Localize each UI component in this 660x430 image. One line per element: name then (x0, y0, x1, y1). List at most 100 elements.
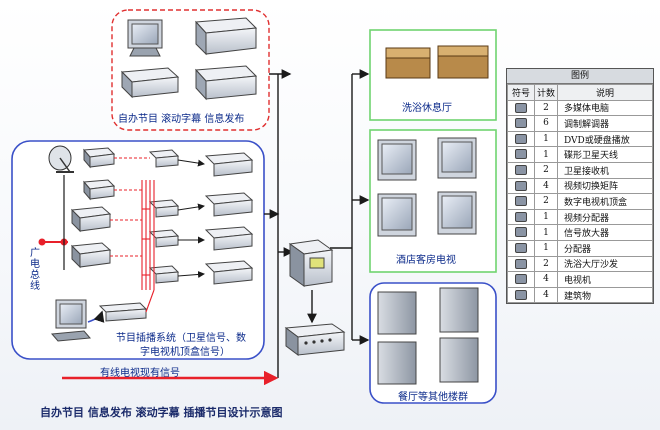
top-monitor-icon (127, 19, 163, 57)
bus-line (38, 175, 68, 270)
restaurant-label: 餐厅等其他楼群 (398, 392, 468, 403)
legend-count: 4 (534, 286, 558, 304)
legend-desc: 分配器 (557, 239, 653, 257)
satellite-receiver-icon (515, 165, 527, 176)
legend-symbol (507, 239, 535, 257)
legend-desc: 碟形卫星天线 (557, 146, 653, 163)
legend-symbol (507, 286, 535, 304)
cable-signal-label: 有线电视现有信号 (100, 368, 180, 379)
legend-desc: 视频切换矩阵 (557, 177, 653, 195)
top-dvd-icon (120, 67, 180, 99)
distributor-icon (284, 323, 346, 356)
legend-count: 4 (534, 177, 558, 195)
legend-count: 1 (534, 239, 558, 257)
tv-icons (377, 137, 477, 237)
set-top-box-2-icon (70, 242, 112, 269)
legend-symbol (507, 224, 535, 241)
left-group-label-2: 字电视机顶盒信号） (140, 347, 230, 358)
main-title: 自办节目 信息发布 滚动字幕 插播节目设计示意图 (40, 406, 283, 419)
legend-desc: 信号放大器 (557, 224, 653, 241)
legend-count: 2 (534, 99, 558, 117)
legend-symbol (507, 271, 535, 288)
video-splitter-icons (148, 149, 180, 284)
bus-label: 广电总线 (30, 248, 40, 292)
multimedia-pc-icon (50, 299, 92, 342)
set-top-box-icon (70, 206, 112, 233)
legend-desc: DVD或硬盘播放 (557, 130, 653, 148)
building-icon (515, 289, 527, 300)
video-splitter-icon (515, 211, 527, 222)
legend-symbol (507, 193, 535, 210)
legend-symbol (507, 255, 535, 273)
sofa-icons (385, 45, 489, 79)
legend-count: 1 (534, 208, 558, 226)
legend-symbol (507, 99, 535, 117)
satellite-receiver-2-icon (82, 179, 116, 201)
modulator-icons (204, 152, 254, 285)
legend-count: 2 (534, 255, 558, 273)
legend-symbol (507, 208, 535, 226)
top-modulator-icon (194, 65, 258, 101)
legend-header-row: 符号 计数 说明 (507, 84, 653, 101)
dish-antenna-icon (515, 149, 527, 160)
video-matrix-icon (515, 180, 527, 191)
legend-symbol (507, 115, 535, 132)
distributor-icon (515, 242, 527, 253)
legend-desc: 洗浴大厅沙发 (557, 255, 653, 273)
tv-icon (515, 274, 527, 285)
dvd-player-icon (515, 133, 527, 144)
legend-header-desc: 说明 (557, 84, 653, 101)
legend-desc: 数字电视机顶盒 (557, 193, 653, 210)
legend-count: 1 (534, 130, 558, 148)
pc-to-matrix-arrow (87, 310, 105, 323)
legend-count: 2 (534, 193, 558, 210)
legend-title: 图例 (507, 69, 653, 84)
satellite-receiver-icon (82, 147, 116, 169)
bath-label: 洗浴休息厅 (402, 103, 452, 114)
legend-symbol (507, 177, 535, 195)
legend-header-symbol: 符号 (507, 84, 535, 101)
legend-desc: 建筑物 (557, 286, 653, 304)
legend-desc: 电视机 (557, 271, 653, 288)
left-group-label-1: 节目插播系统（卫星信号、数 (116, 333, 246, 344)
video-matrix-icon (98, 302, 148, 322)
dish-antenna-icon (48, 145, 74, 173)
hotel-label: 酒店客房电视 (396, 255, 456, 266)
legend-symbol (507, 130, 535, 148)
building-icons (377, 287, 479, 385)
legend-desc: 视频分配器 (557, 208, 653, 226)
legend-symbol (507, 146, 535, 163)
sofa-icon (515, 258, 527, 269)
legend-header-count: 计数 (534, 84, 558, 101)
modulator-icon (515, 118, 527, 129)
set-top-box-icon (515, 196, 527, 207)
legend-count: 6 (534, 115, 558, 132)
legend-desc: 调制解调器 (557, 115, 653, 132)
legend-count: 2 (534, 161, 558, 179)
legend-symbol (507, 161, 535, 179)
legend-desc: 卫星接收机 (557, 161, 653, 179)
top-group-label: 自办节目 滚动字幕 信息发布 (118, 114, 245, 125)
legend-count: 1 (534, 224, 558, 241)
multimedia-pc-icon (515, 102, 527, 113)
red-signal-lines (110, 157, 155, 313)
signal-amplifier-icon (288, 239, 334, 287)
signal-amplifier-icon (515, 227, 527, 238)
legend-count: 1 (534, 146, 558, 163)
arrow-lines-left (177, 159, 205, 278)
legend-desc: 多媒体电脑 (557, 99, 653, 117)
